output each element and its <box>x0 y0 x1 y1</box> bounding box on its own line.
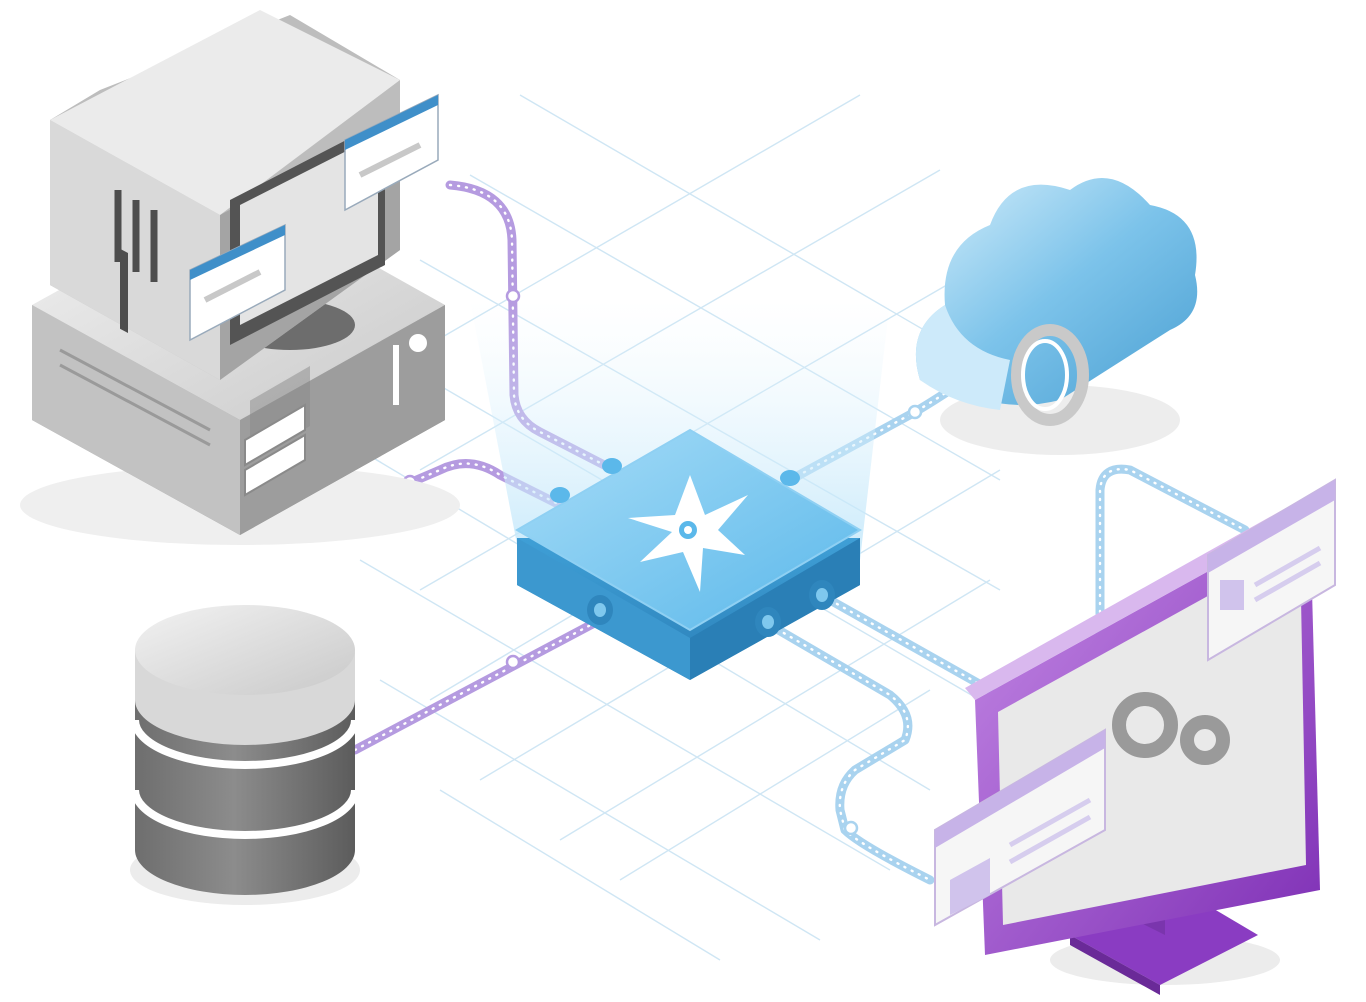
cloud-icon <box>915 178 1198 455</box>
database-cylinder-icon <box>130 605 360 905</box>
shuriken-star-icon <box>628 475 748 592</box>
connector-node <box>505 654 521 670</box>
connector-monitor-top <box>1095 464 1250 705</box>
connector-node <box>907 404 923 420</box>
monitor-window-panel <box>934 478 1336 927</box>
monitor-gears-icon <box>934 478 1336 995</box>
gears-icon <box>1112 692 1230 765</box>
connector-node <box>843 820 859 836</box>
connector-monitor-bottom <box>765 620 935 885</box>
connector-database <box>350 615 605 755</box>
integration-hub <box>515 428 862 680</box>
mainframe-computer-icon <box>20 10 460 545</box>
connector-monitor-mid <box>825 595 995 695</box>
hub-ports <box>550 458 835 637</box>
server-window-panel <box>189 93 439 342</box>
